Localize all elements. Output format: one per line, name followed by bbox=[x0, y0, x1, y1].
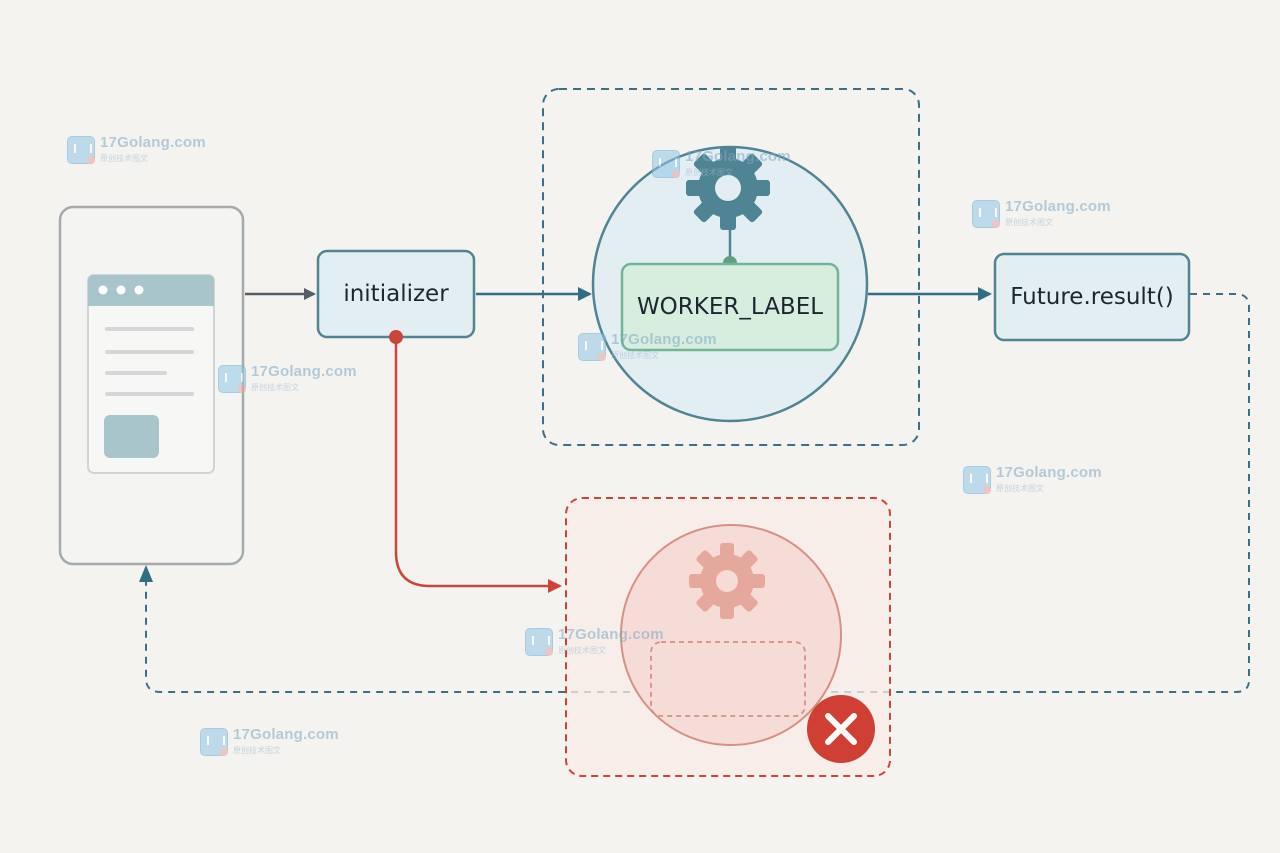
worker-label-text: WORKER_LABEL bbox=[636, 294, 824, 320]
future-result-node bbox=[993, 252, 1191, 342]
client-browser-titlebar bbox=[88, 275, 214, 306]
content-button-block bbox=[104, 415, 159, 458]
future-result-label: Future.result() bbox=[1010, 284, 1174, 310]
worker-pool-container bbox=[542, 88, 920, 446]
content-line bbox=[105, 392, 194, 396]
failed-label-placeholder bbox=[650, 641, 806, 717]
arrow-initializer-to-failure bbox=[394, 337, 562, 593]
return-loop-path bbox=[145, 293, 1250, 693]
gear-icon bbox=[686, 146, 770, 230]
failed-worker-circle bbox=[620, 524, 842, 746]
return-loop-arrowhead bbox=[139, 565, 153, 582]
content-line bbox=[105, 371, 167, 375]
failed-gear-icon bbox=[689, 543, 765, 619]
error-x-icon bbox=[807, 695, 875, 763]
window-dot-icon bbox=[98, 285, 108, 295]
window-dot-icon bbox=[116, 285, 126, 295]
content-line bbox=[105, 327, 194, 331]
window-dot-icon bbox=[134, 285, 144, 295]
content-line bbox=[105, 350, 194, 354]
initializer-label: initializer bbox=[343, 281, 449, 307]
worker-label-node bbox=[620, 262, 840, 352]
client-app bbox=[58, 205, 245, 566]
